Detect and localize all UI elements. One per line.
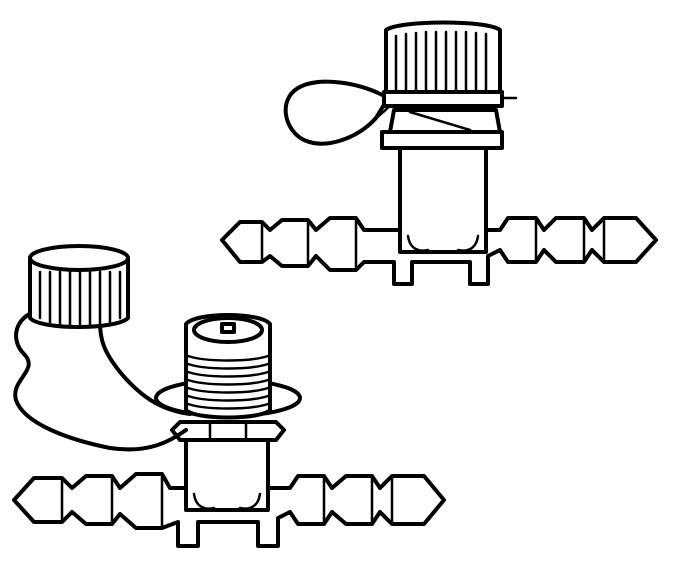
tee-connector-capped: [220, 20, 658, 286]
tether-loop: [283, 79, 390, 146]
stem-upper: [398, 146, 488, 254]
tether-cord: [13, 308, 188, 452]
nut-lower: [170, 420, 286, 442]
tee-connector-open-threaded: [12, 244, 446, 548]
flange-upper: [380, 130, 504, 150]
stem-lower: [184, 434, 270, 512]
nut-upper: [388, 108, 502, 134]
